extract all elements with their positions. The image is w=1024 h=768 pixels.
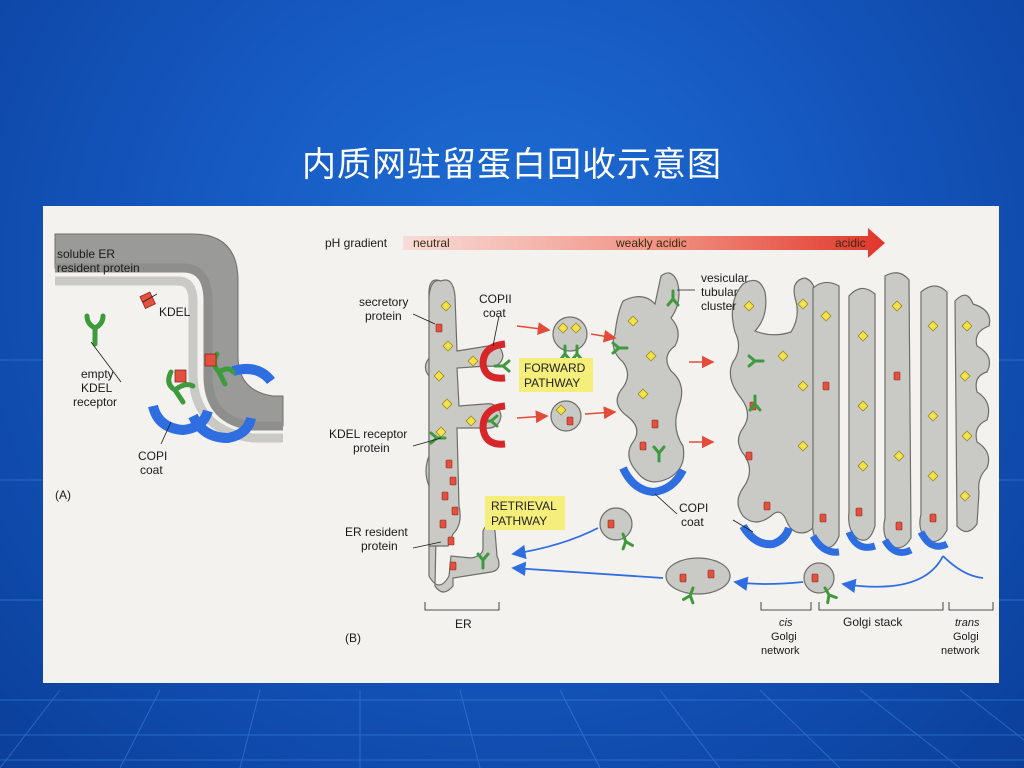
copii-vesicle-1 xyxy=(552,316,588,362)
label-kdel: KDEL xyxy=(159,305,191,319)
ph-gradient-arrow: pH gradient neutral weakly acidic acidic xyxy=(325,228,885,258)
label-er-region: ER xyxy=(455,617,472,631)
label-empty-1: empty xyxy=(81,367,114,381)
diagram-figure: soluble ER resident protein KDEL empty K… xyxy=(43,206,999,683)
label-copi-a-1: COPI xyxy=(138,449,167,463)
label-trans-network: network xyxy=(941,645,980,657)
kdel-signal-icon xyxy=(139,291,156,309)
ph-acidic-label: acidic xyxy=(835,236,866,250)
label-kdel-receptor-2: protein xyxy=(353,441,390,455)
leader-lines xyxy=(412,289,754,549)
region-brackets xyxy=(424,602,994,611)
panel-a: soluble ER resident protein KDEL empty K… xyxy=(54,233,284,502)
empty-kdel-receptor-icon xyxy=(84,313,106,347)
forward-pathway-box: FORWARD PATHWAY xyxy=(519,358,593,392)
retrieval-pathway-line1: RETRIEVAL xyxy=(491,499,557,513)
label-secretory-1: secretory xyxy=(359,295,408,309)
kdel-retrieval-diagram: soluble ER resident protein KDEL empty K… xyxy=(54,228,994,657)
forward-arrows xyxy=(516,322,715,449)
retrieval-pathway-line2: PATHWAY xyxy=(491,514,547,528)
label-trans: trans xyxy=(955,617,980,629)
label-empty-3: receptor xyxy=(73,395,117,409)
copii-vesicle-2 xyxy=(550,400,582,432)
trans-golgi-network xyxy=(954,294,991,533)
copii-coat-2 xyxy=(479,402,506,448)
copi-vesicle-return-1 xyxy=(599,507,634,551)
copi-vesicle-return-3 xyxy=(803,562,838,605)
label-vtc-1: vesicular xyxy=(701,271,748,285)
label-golgi-stack: Golgi stack xyxy=(843,615,903,629)
retrieval-arrows xyxy=(511,527,984,593)
vesicular-tubular-cluster xyxy=(611,272,687,497)
forward-pathway-line2: PATHWAY xyxy=(524,376,580,390)
label-copii-2: coat xyxy=(483,306,506,320)
label-copi-b-2: coat xyxy=(681,515,704,529)
golgi-stack xyxy=(809,272,949,556)
forward-pathway-line1: FORWARD xyxy=(524,361,586,375)
label-cis-network: network xyxy=(761,645,800,657)
label-vtc-3: cluster xyxy=(701,299,736,313)
label-copi-b-1: COPI xyxy=(679,501,708,515)
ph-gradient-label: pH gradient xyxy=(325,236,388,250)
ph-neutral-label: neutral xyxy=(413,236,450,250)
label-secretory-2: protein xyxy=(365,309,402,323)
panel-b: pH gradient neutral weakly acidic acidic xyxy=(325,228,994,657)
label-cis: cis xyxy=(779,617,793,629)
copi-vesicle-return-2 xyxy=(665,557,731,605)
label-soluble-er-1: soluble ER xyxy=(57,247,115,261)
ph-weak-label: weakly acidic xyxy=(615,236,687,250)
label-er-resident-2: protein xyxy=(361,539,398,553)
panel-b-tag: (B) xyxy=(345,631,361,645)
label-er-resident-1: ER resident xyxy=(345,525,408,539)
label-trans-golgi: Golgi xyxy=(953,631,979,643)
label-cis-golgi: Golgi xyxy=(771,631,797,643)
copii-coat-1 xyxy=(479,340,506,382)
label-empty-2: KDEL xyxy=(81,381,113,395)
cis-golgi-network xyxy=(729,277,820,549)
panel-a-tag: (A) xyxy=(55,488,71,502)
label-kdel-receptor-1: KDEL receptor xyxy=(329,427,407,441)
label-vtc-2: tubular xyxy=(701,285,738,299)
slide-title: 内质网驻留蛋白回收示意图 xyxy=(302,145,722,185)
label-copii-1: COPII xyxy=(479,292,512,306)
label-copi-a-2: coat xyxy=(140,463,163,477)
retrieval-pathway-box: RETRIEVAL PATHWAY xyxy=(485,496,565,530)
label-soluble-er-2: resident protein xyxy=(57,261,140,275)
bound-receptor-icon xyxy=(166,351,236,405)
